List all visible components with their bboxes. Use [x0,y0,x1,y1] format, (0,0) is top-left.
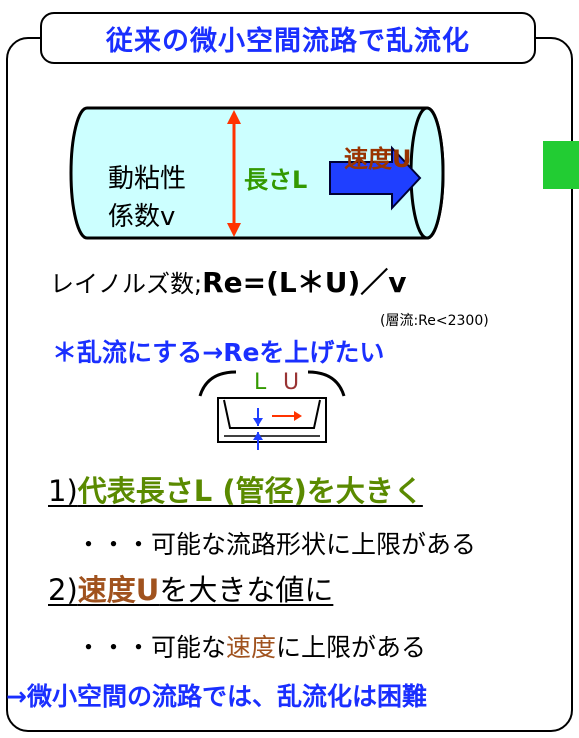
viscosity-label-line1: 動粘性 [108,164,187,194]
length-arrow-bottom [227,223,241,237]
formula-equation: Re=(L＊U)／v [202,266,407,299]
item1-detail: ・・・可能な流路形状に上限がある [76,530,477,559]
item1-text: 代表長さL (管径)を大きく [77,474,423,508]
velocity-label: 速度U [344,145,412,173]
channel-right-pipe [307,370,346,397]
channel-left-pipe [198,370,237,397]
item2-rest: を大きな値に [159,573,334,607]
item2-heading: 2)速度Uを大きな値に [48,567,333,609]
channel-inset-diagram [198,370,346,450]
viscosity-label-line2: 係数v [108,202,176,232]
channel-inner [223,399,321,429]
inset-length-arrow-head [253,418,263,426]
goal-text: ＊乱流にする→Reを上げたい [52,338,385,367]
inset-U-label: U [283,370,300,395]
velocity-arrow-icon [329,145,422,211]
inset-velocity-arrow-head [294,411,302,421]
length-arrow-top [227,110,241,124]
item2-detail-suffix: に上限がある [276,633,427,662]
title-text: 従来の微小空間流路で乱流化 [106,25,470,57]
formula-prefix: レイノルズ数; [50,270,203,298]
channel-outer [217,397,327,443]
item2-detail-prefix: ・・・可能な [76,633,227,662]
reynolds-formula: レイノルズ数;Re=(L＊U)／v [50,261,407,301]
title-box: 従来の微小空間流路で乱流化 [40,12,536,64]
inset-L-label: L [254,370,267,395]
item2-number: 2) [48,573,78,607]
laminar-note: (層流:Re<2300) [380,313,489,329]
item1-heading: 1)代表長さL (管径)を大きく [48,468,423,510]
item1-number: 1) [48,474,78,508]
item2-highlight: 速度U [77,573,160,607]
item2-detail-highlight: 速度 [226,633,277,662]
inset-length-arrow-lower-head [253,432,263,440]
pipe-diagram [69,106,445,240]
green-block [543,141,579,189]
length-label: 長さL [244,166,308,194]
item2-detail: ・・・可能な速度に上限がある [76,628,426,664]
conclusion-text: →微小空間の流路では、乱流化は困難 [6,682,427,711]
